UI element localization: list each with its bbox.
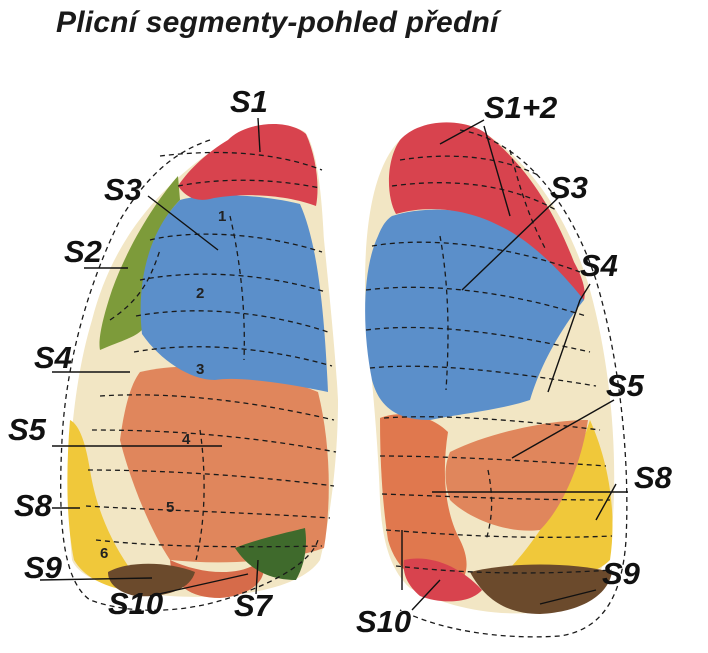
page-title: Plicní segmenty-pohled přední xyxy=(56,6,499,39)
right-lung-segment-dashes xyxy=(85,151,337,561)
label-right-s4: S4 xyxy=(34,340,72,375)
segment-number-2: 2 xyxy=(196,285,204,302)
right-lung-lower-salmon xyxy=(170,560,264,598)
label-left-s3: S3 xyxy=(550,170,588,205)
right-lung-s10-brown xyxy=(108,563,195,597)
segment-number-4: 4 xyxy=(182,431,191,448)
left-lung-s12-red xyxy=(388,122,585,300)
right-lung-outer-dash xyxy=(60,139,319,611)
leader-lines xyxy=(39,117,628,611)
left-lung xyxy=(365,122,628,638)
label-left-s9: S9 xyxy=(602,556,641,591)
right-lung-s2-green xyxy=(99,176,180,350)
right-lung: 1 2 3 4 5 6 xyxy=(60,123,338,611)
right-lung-s8-yellow xyxy=(67,420,150,594)
label-left-s4: S4 xyxy=(580,248,618,283)
left-lung-s8-yellow xyxy=(498,420,613,584)
label-left-s8: S8 xyxy=(634,460,673,495)
right-lung-s45-salmon xyxy=(120,366,329,563)
left-lung-segment-dashes xyxy=(365,149,613,574)
segment-number-1: 1 xyxy=(218,208,226,225)
label-right-s9: S9 xyxy=(24,550,63,585)
label-right-s8: S8 xyxy=(14,488,53,523)
segment-number-3: 3 xyxy=(196,361,204,378)
segment-number-6: 6 xyxy=(100,545,108,562)
label-left-s10: S10 xyxy=(356,604,411,639)
label-right-s3: S3 xyxy=(104,172,142,207)
label-left-s12: S1+2 xyxy=(484,90,557,125)
label-right-s5: S5 xyxy=(8,412,47,447)
left-lung-outer-dash xyxy=(399,129,628,638)
label-right-s7: S7 xyxy=(234,588,274,623)
left-lung-s9-brown xyxy=(470,564,612,614)
segment-labels: S1 S3 S2 S4 S5 S8 S9 S10 S7 S1+2 S3 S4 S… xyxy=(8,84,673,639)
label-left-s5: S5 xyxy=(606,368,645,403)
right-lung-s7-green xyxy=(235,528,306,580)
segment-number-5: 5 xyxy=(166,499,174,516)
right-lung-s1-red xyxy=(178,123,318,206)
right-lung-s3-blue xyxy=(140,195,328,392)
label-right-s2: S2 xyxy=(64,234,102,269)
left-lung-s5-salmon xyxy=(445,420,588,531)
left-lung-s3-blue xyxy=(365,209,584,420)
label-right-s1: S1 xyxy=(230,84,268,119)
label-right-s10: S10 xyxy=(108,586,163,621)
